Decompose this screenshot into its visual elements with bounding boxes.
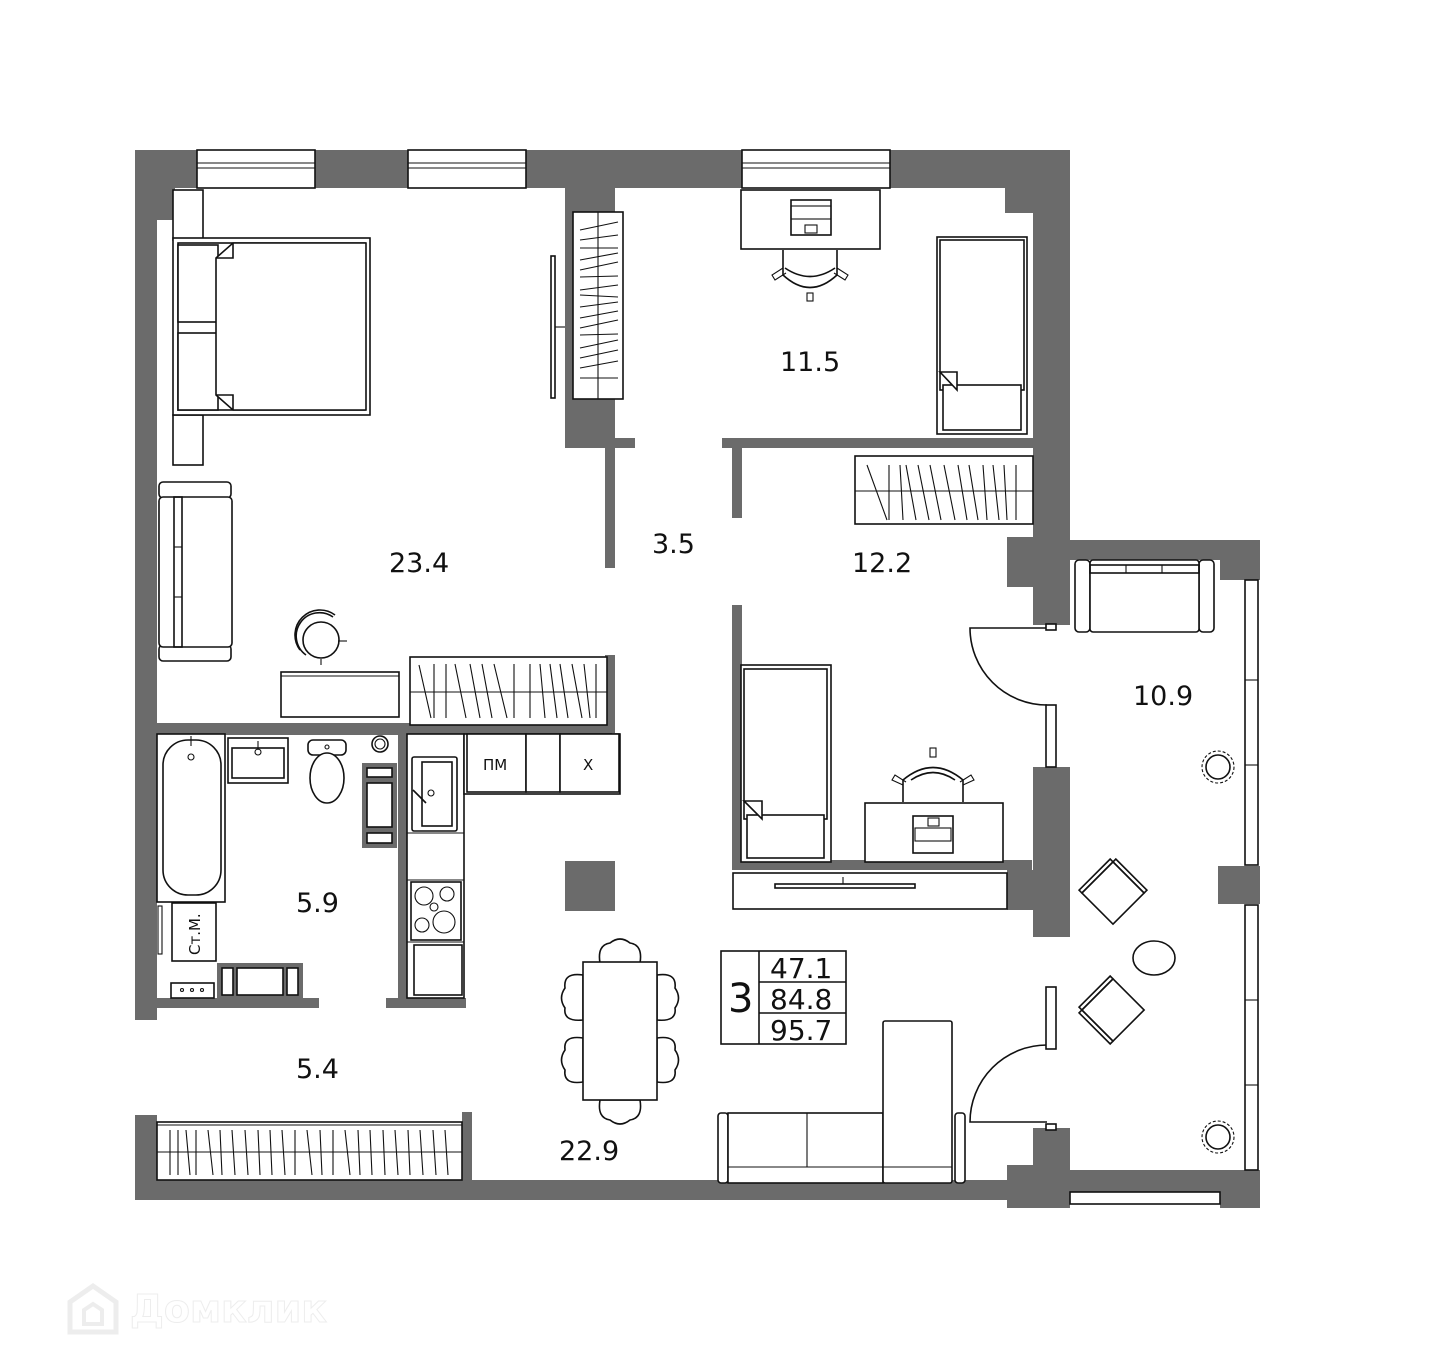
- structural-column: [565, 861, 615, 911]
- kitchen-furniture: ПМ Х: [406, 733, 621, 999]
- room-count: 3: [728, 976, 753, 1022]
- walls: [135, 150, 1260, 1208]
- area-summary-table: 3 47.1 84.8 95.7: [720, 950, 847, 1047]
- room-area-balcony: 10.9: [1133, 681, 1193, 712]
- kitchen-cabinet: [525, 733, 561, 793]
- window-office: [741, 149, 891, 189]
- dishwasher: ПМ: [466, 733, 527, 793]
- desk-office: [740, 189, 881, 250]
- desk-kids: [864, 802, 1004, 863]
- kids-chair: [891, 747, 975, 802]
- room-area-master-bedroom: 23.4: [389, 548, 449, 579]
- master-bedroom-furniture: [158, 189, 624, 726]
- dressing-table: [280, 671, 400, 718]
- coffee-table-round: [1132, 940, 1176, 976]
- living-furniture: [156, 938, 966, 1184]
- dishwasher-label: ПМ: [483, 756, 507, 774]
- lounge-furniture: [1074, 559, 1235, 1154]
- kitchen-sink: [411, 756, 458, 832]
- total-with-balcony-value: 95.7: [770, 1014, 832, 1047]
- plant-top: [1201, 750, 1235, 784]
- bathroom-sink: [227, 737, 289, 784]
- kids-room-furniture: [732, 455, 1034, 910]
- office-furniture: [740, 189, 1028, 435]
- door-living-balcony: [969, 1044, 1048, 1123]
- window-bedroom-2: [407, 149, 527, 189]
- room-area-bathroom: 5.9: [296, 888, 339, 919]
- room-labels: 23.4 3.5 11.5 12.2 10.9 5.9 5.4 22.9: [296, 347, 1193, 1167]
- room-area-hallway: 3.5: [652, 529, 695, 560]
- toilet: [307, 739, 347, 804]
- plant-bottom: [1201, 1120, 1235, 1154]
- room-area-kids-room: 12.2: [852, 548, 912, 579]
- window-balcony: [1244, 579, 1259, 1171]
- office-chair: [771, 250, 849, 302]
- washing-machine-label: Ст.М.: [186, 913, 204, 955]
- radiator-towel: [362, 763, 397, 848]
- armchair-top: [1077, 857, 1149, 926]
- oven-cabinet: [413, 944, 463, 996]
- dining-table: [560, 938, 680, 1125]
- tv-stand-kids: [732, 872, 1008, 910]
- nightstand-top: [172, 189, 204, 241]
- single-bed-office: [936, 236, 1028, 435]
- stool: [294, 609, 347, 665]
- watermark-brand: Домклик: [129, 1287, 328, 1332]
- fridge-label: Х: [583, 756, 593, 774]
- door-kids-balcony: [969, 627, 1048, 706]
- nightstand-bottom: [172, 414, 204, 466]
- window-bedroom-1: [196, 149, 316, 189]
- corner-sofa: [717, 1020, 966, 1184]
- room-area-entrance: 5.4: [296, 1054, 339, 1085]
- fridge: Х: [559, 733, 620, 793]
- armchair-bottom: [1077, 974, 1146, 1046]
- wardrobe-bedroom: [572, 211, 624, 400]
- wall-tv: [550, 255, 565, 399]
- window-bottom: [1069, 1191, 1221, 1205]
- total-area-value: 84.8: [770, 983, 832, 1016]
- living-area-value: 47.1: [770, 952, 832, 985]
- single-bed-kids: [740, 664, 832, 863]
- floor-drain: [371, 735, 389, 753]
- wardrobe-kids: [854, 455, 1034, 525]
- room-area-office: 11.5: [780, 347, 840, 378]
- windows: [196, 149, 1259, 1205]
- sofa-bedroom: [158, 481, 233, 662]
- room-area-kitchen-living: 22.9: [559, 1136, 619, 1167]
- bathtub: [156, 733, 226, 903]
- doors: [969, 623, 1057, 1131]
- stove: [410, 881, 462, 941]
- sofa-lounge: [1074, 559, 1215, 633]
- house-logo-icon: [67, 1282, 119, 1335]
- double-bed: [172, 237, 371, 416]
- wardrobe-entrance: [156, 1121, 463, 1181]
- bath-radiator-bottom: [217, 963, 303, 998]
- washing-machine: Ст.М.: [171, 902, 217, 962]
- wardrobe-bedroom-bottom: [409, 656, 608, 726]
- bathroom-furniture: Ст.М.: [156, 733, 397, 999]
- watermark: Домклик: [62, 1278, 328, 1340]
- towel-rail: [157, 905, 163, 955]
- bath-shelf: [170, 982, 215, 999]
